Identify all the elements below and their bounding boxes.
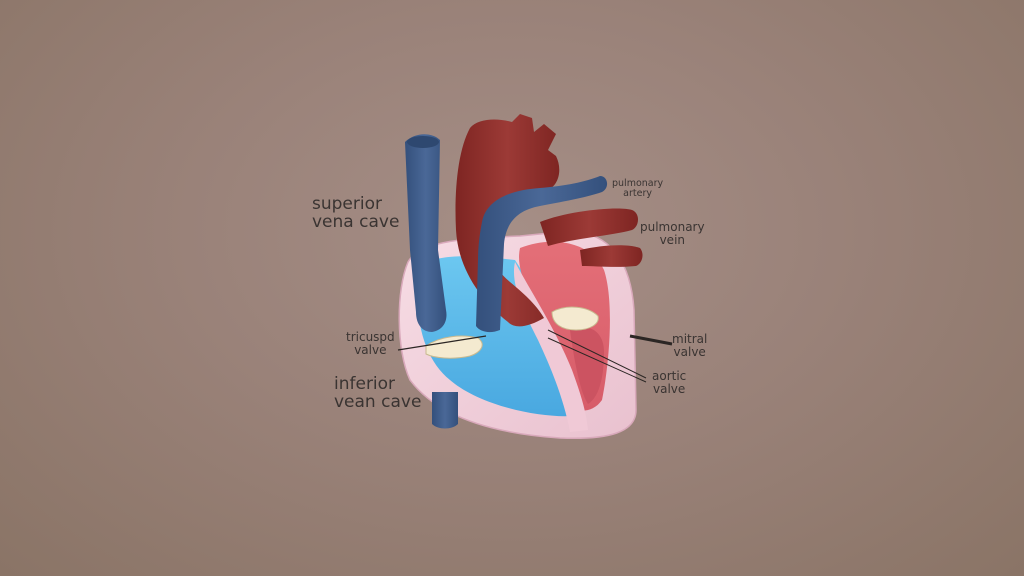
label-pulmonary-vein-line1: pulmonary <box>640 220 705 234</box>
mitral-pointer <box>629 334 673 346</box>
inferior-vena-cava <box>432 392 458 429</box>
superior-vena-cava-cap <box>407 136 439 148</box>
label-superior-vena-cava-line1: superior <box>312 194 382 214</box>
mitral-valve <box>551 306 599 331</box>
aortic-pointer-b <box>547 337 647 383</box>
label-tricuspid-valve-line1: tricuspd <box>346 330 395 344</box>
label-pulmonary-artery-line1: pulmonary <box>612 178 664 189</box>
label-mitral-valve: mitral valve <box>672 333 707 358</box>
label-pulmonary-vein: pulmonary vein <box>640 221 705 246</box>
left-ventricle-inner <box>570 327 604 404</box>
label-inferior-vena-cava: inferior vean cave <box>334 374 422 412</box>
pulmonary-artery <box>476 176 608 333</box>
label-inferior-vena-cava-line1: inferior <box>334 374 396 394</box>
label-inferior-vena-cava-line2: vean cave <box>334 391 422 412</box>
tricuspid-valve <box>425 335 483 359</box>
superior-vena-cava <box>405 134 447 332</box>
aortic-pointer-a <box>547 329 647 379</box>
label-tricuspid-valve-line2: valve <box>354 342 387 357</box>
label-pulmonary-vein-line2: vein <box>659 232 686 247</box>
label-aortic-valve-line1: aortic <box>652 369 687 383</box>
label-pulmonary-artery-line2: artery <box>623 187 652 199</box>
label-mitral-valve-line2: valve <box>673 344 706 359</box>
label-pulmonary-artery: pulmonary artery <box>612 179 663 199</box>
label-aortic-valve: aortic valve <box>652 370 686 395</box>
pulmonary-vein-upper <box>540 208 638 246</box>
tricuspid-pointer <box>397 335 487 351</box>
label-superior-vena-cava-line2: vena cave <box>312 211 400 232</box>
label-mitral-valve-line1: mitral <box>672 332 708 346</box>
label-aortic-valve-line2: valve <box>652 381 686 396</box>
label-tricuspid-valve: tricuspd valve <box>346 331 395 356</box>
pulmonary-vein-lower <box>580 245 643 267</box>
label-superior-vena-cava: superior vena cave <box>312 194 400 232</box>
